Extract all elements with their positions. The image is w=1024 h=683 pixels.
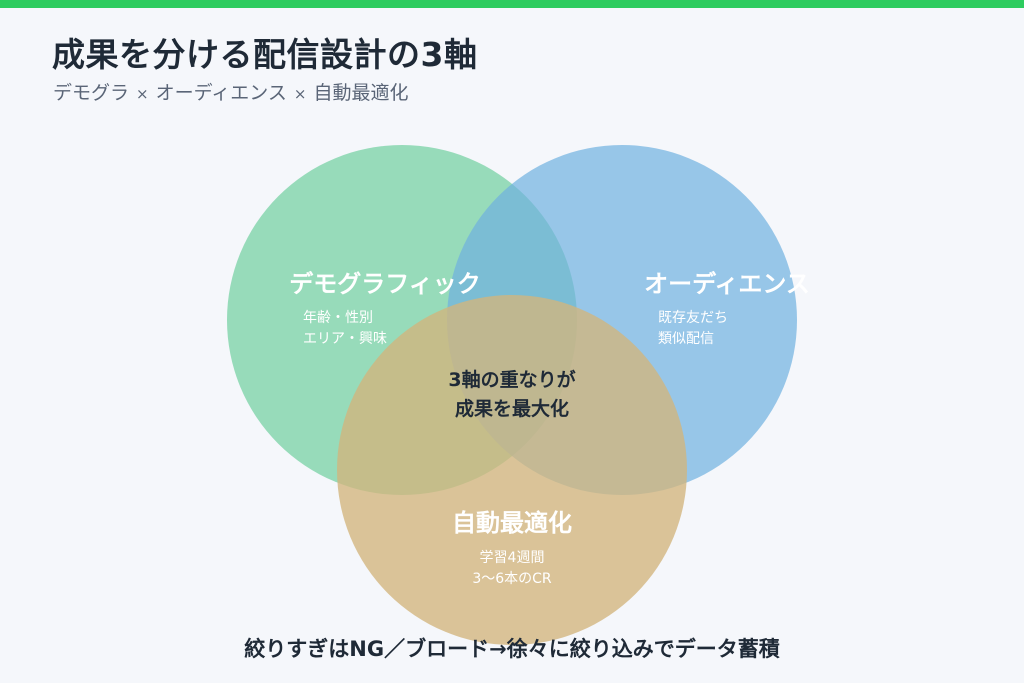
automation-detail-1: 学習4週間 — [480, 550, 545, 566]
subtitle-part-demographic: デモグラ — [53, 82, 130, 104]
demographic-detail-1: 年齢・性別 — [303, 310, 373, 326]
subtitle-separator-2: × — [293, 85, 307, 103]
page-title: 成果を分ける配信設計の3軸 — [52, 35, 478, 74]
footer-note: 絞りすぎはNG／ブロード→徐々に絞り込みでデータ蓄積 — [244, 637, 780, 661]
automation-label: 自動最適化 — [452, 509, 572, 537]
automation-circle — [337, 295, 687, 645]
audience-detail-1: 既存友だち — [658, 310, 728, 326]
automation-detail-2: 3〜6本のCR — [472, 571, 552, 587]
page-subtitle: デモグラ × オーディエンス × 自動最適化 — [53, 78, 408, 105]
subtitle-part-automation: 自動最適化 — [313, 82, 409, 104]
audience-detail-2: 類似配信 — [658, 331, 714, 347]
accent-top-bar — [0, 0, 1024, 8]
center-overlap-line-1: 3軸の重なりが — [448, 368, 575, 391]
subtitle-part-audience: オーディエンス — [155, 82, 287, 104]
demographic-label: デモグラフィック — [289, 270, 481, 298]
demographic-detail-2: エリア・興味 — [303, 331, 387, 347]
center-overlap-line-2: 成果を最大化 — [455, 397, 569, 420]
audience-label: オーディエンス — [644, 270, 810, 298]
subtitle-separator-1: × — [136, 85, 149, 103]
